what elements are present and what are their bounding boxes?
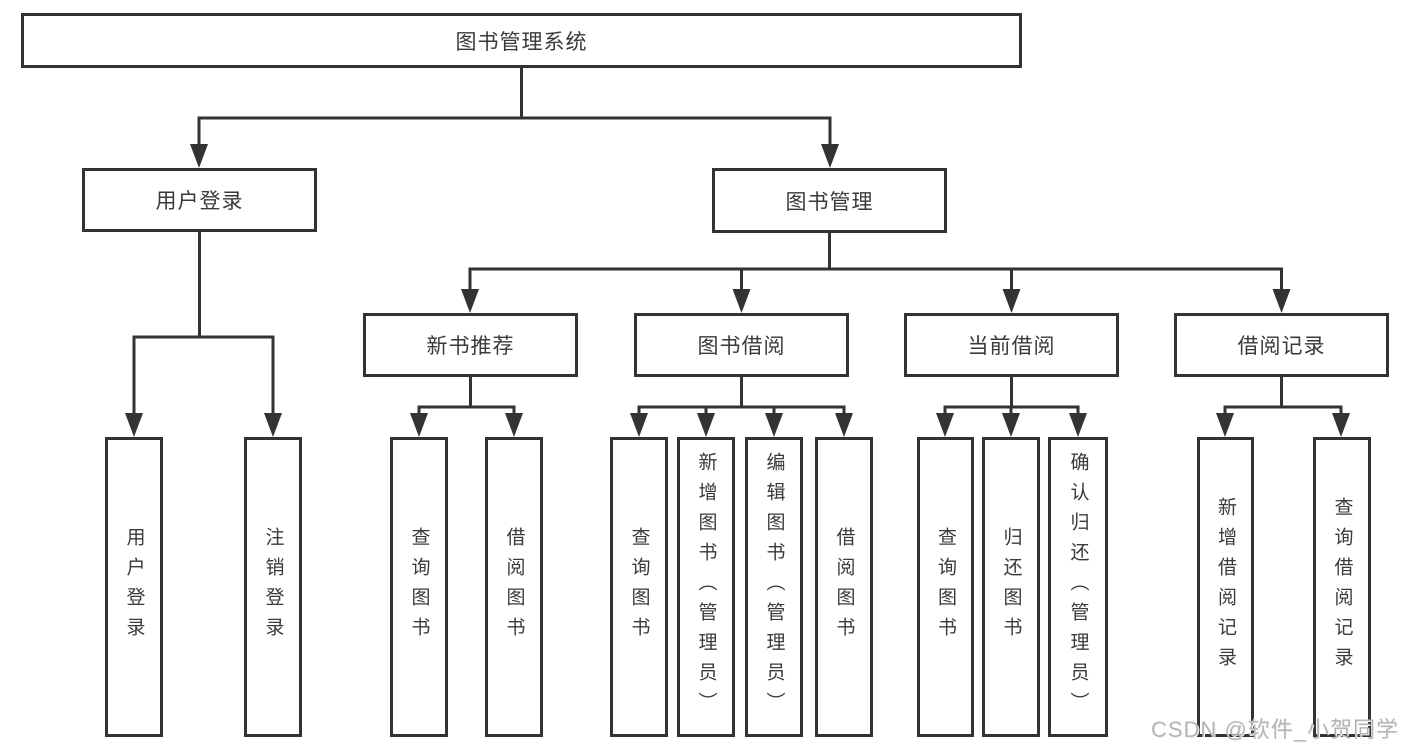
leaf-bb-query-books: 查询图书 xyxy=(610,437,668,737)
arrowheads xyxy=(125,144,1350,437)
node-borrow-records: 借阅记录 xyxy=(1174,313,1389,377)
node-user-login: 用户登录 xyxy=(82,168,317,232)
leaf-cb-confirm-return-admin: 确认归还（管理员） xyxy=(1048,437,1108,737)
leaf-br-add-record: 新增借阅记录 xyxy=(1197,437,1254,737)
leaf-nbr-query-books: 查询图书 xyxy=(390,437,448,737)
leaf-cb-query-books: 查询图书 xyxy=(917,437,974,737)
leaf-user-login: 用户登录 xyxy=(105,437,163,737)
csdn-watermark: CSDN @软件_小贺同学 xyxy=(1150,717,1399,742)
node-book-borrow: 图书借阅 xyxy=(634,313,849,377)
node-new-book-recommend: 新书推荐 xyxy=(363,313,578,377)
leaf-bb-borrow-books: 借阅图书 xyxy=(815,437,873,737)
leaf-logout-login: 注销登录 xyxy=(244,437,302,737)
leaf-br-query-record: 查询借阅记录 xyxy=(1313,437,1371,737)
leaf-nbr-borrow-books: 借阅图书 xyxy=(485,437,543,737)
leaf-cb-return-books: 归还图书 xyxy=(982,437,1040,737)
node-book-management: 图书管理 xyxy=(712,168,947,233)
connector-paths xyxy=(132,66,1343,421)
leaf-bb-edit-books-admin: 编辑图书（管理员） xyxy=(745,437,803,737)
node-current-borrow: 当前借阅 xyxy=(904,313,1119,377)
node-root: 图书管理系统 xyxy=(21,13,1022,68)
leaf-bb-add-books-admin: 新增图书（管理员） xyxy=(677,437,735,737)
